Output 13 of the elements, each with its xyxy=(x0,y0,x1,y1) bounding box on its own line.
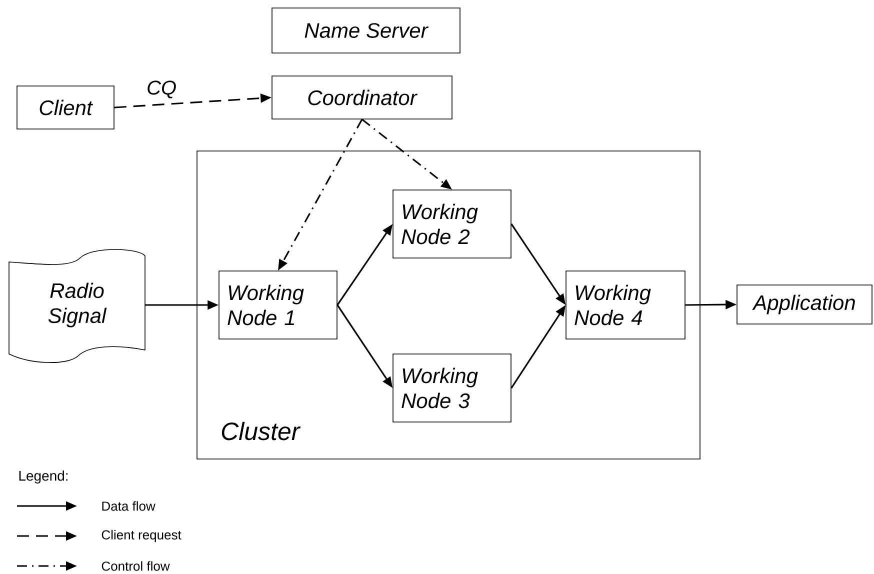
process-box: Working Node 2 xyxy=(392,190,512,258)
process-box: Working Node 3 xyxy=(392,354,512,422)
legend-text: Data flow xyxy=(102,501,156,511)
legend-title: Legend: xyxy=(19,470,68,484)
process-box: Application xyxy=(736,284,872,324)
edge-label: CQ xyxy=(146,80,178,100)
process-box: Coordinator xyxy=(272,76,452,120)
legend-text: Control flow xyxy=(102,561,170,571)
legend-text: Client request xyxy=(102,530,182,542)
process-box: Working Node 1 xyxy=(218,270,338,340)
process-box: Client xyxy=(16,86,114,130)
process-box: Working Node 4 xyxy=(566,270,686,340)
process-box: Name Server xyxy=(272,8,460,54)
